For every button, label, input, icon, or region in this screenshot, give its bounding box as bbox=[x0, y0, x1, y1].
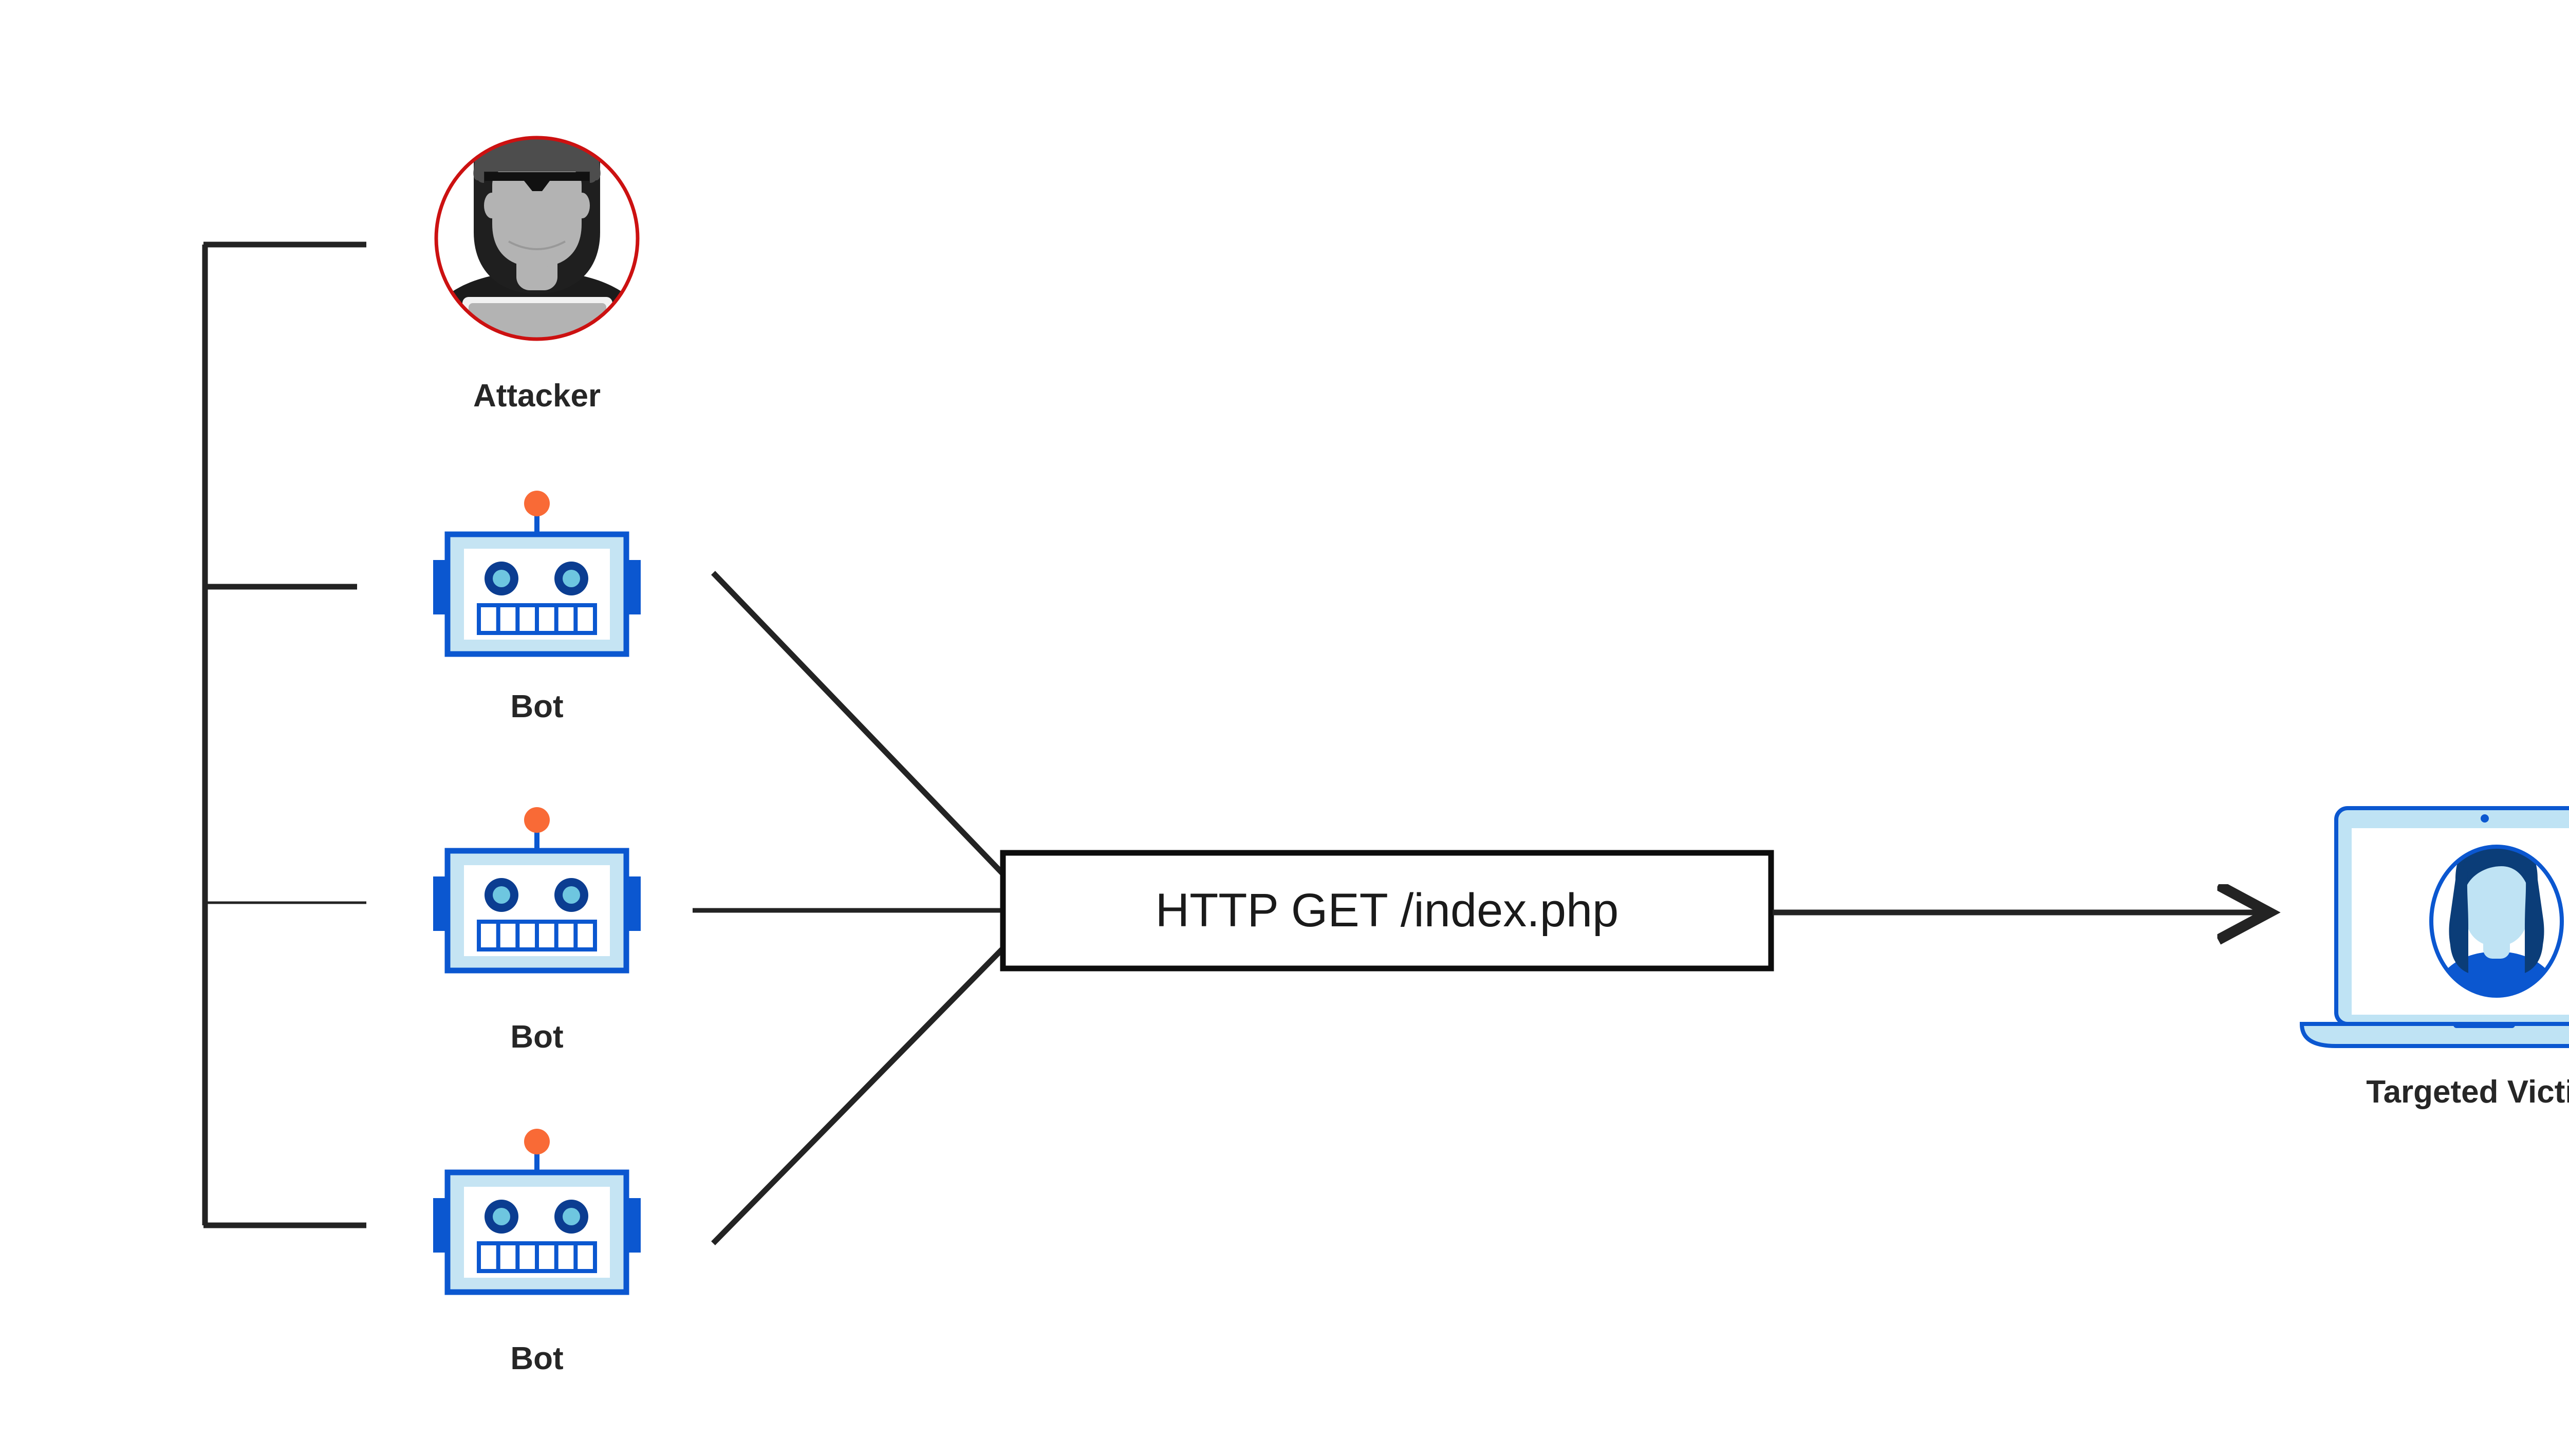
robot-antenna-light-icon bbox=[524, 807, 550, 833]
robot-icon bbox=[433, 1129, 641, 1295]
robot-mouth bbox=[477, 603, 597, 635]
robot-mouth bbox=[477, 1241, 597, 1273]
bot-1-label: Bot bbox=[510, 689, 564, 724]
request-box-label: HTTP GET /index.php bbox=[1155, 884, 1619, 937]
robot-mouth bbox=[477, 920, 597, 951]
robot-icon bbox=[433, 807, 641, 974]
robot-antenna-light-icon bbox=[524, 1129, 550, 1154]
bot-3-label: Bot bbox=[510, 1341, 564, 1376]
bot-2-label: Bot bbox=[510, 1019, 564, 1055]
link-bot1-to-request bbox=[711, 571, 1007, 878]
robot-icon bbox=[433, 491, 641, 657]
request-box bbox=[1000, 850, 1774, 972]
victim-label: Targeted Victim bbox=[2366, 1074, 2569, 1110]
attacker-label: Attacker bbox=[473, 378, 601, 414]
link-bot3-to-request bbox=[711, 945, 1007, 1245]
laptop-with-person-avatar-icon bbox=[2299, 806, 2569, 1048]
robot-antenna-light-icon bbox=[524, 491, 550, 516]
